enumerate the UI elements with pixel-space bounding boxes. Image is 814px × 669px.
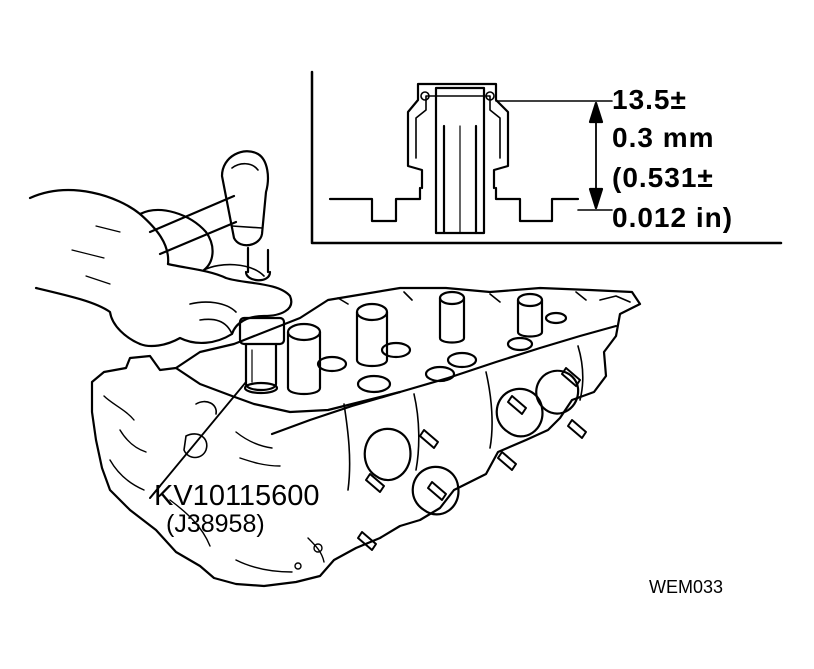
forearm: [28, 189, 170, 346]
seal-installer-tool: [238, 316, 286, 395]
intake-port-1: [363, 427, 412, 482]
special-tool-number: KV10115600: [154, 480, 320, 512]
intake-port-4: [535, 369, 580, 415]
seal-height-tolerance-mm: 0.3 mm: [612, 122, 715, 153]
hammer-shaft: [148, 194, 238, 256]
inset-frame: [310, 70, 783, 245]
dimension-arrowhead-up: [588, 101, 604, 124]
hand: [28, 189, 293, 348]
seal-height-tolerance-in: 0.012 in): [612, 202, 734, 233]
special-tool-alt-number: (J38958): [166, 510, 265, 538]
tool-leader-line: [149, 381, 247, 499]
seal-height-inset: [310, 70, 783, 245]
figure-code: WEM033: [649, 577, 724, 597]
hammer-head: [220, 150, 269, 247]
seal-height-value-in: (0.531±: [612, 162, 714, 193]
head-outline: [90, 286, 642, 588]
head-surface-profile-right: [494, 186, 580, 223]
seal-height-value: 13.5±: [612, 84, 687, 115]
dimension-arrowhead-down: [588, 187, 604, 210]
cylinder-head: [90, 286, 642, 588]
intake-port-2: [411, 465, 460, 516]
hammer: [148, 150, 272, 282]
fingers: [138, 209, 293, 348]
hammer-handle: [246, 246, 270, 274]
head-surface-profile: [328, 186, 422, 223]
bolt-studs: [357, 367, 587, 551]
valve-seal: [406, 82, 510, 190]
intake-port-3: [495, 387, 544, 438]
